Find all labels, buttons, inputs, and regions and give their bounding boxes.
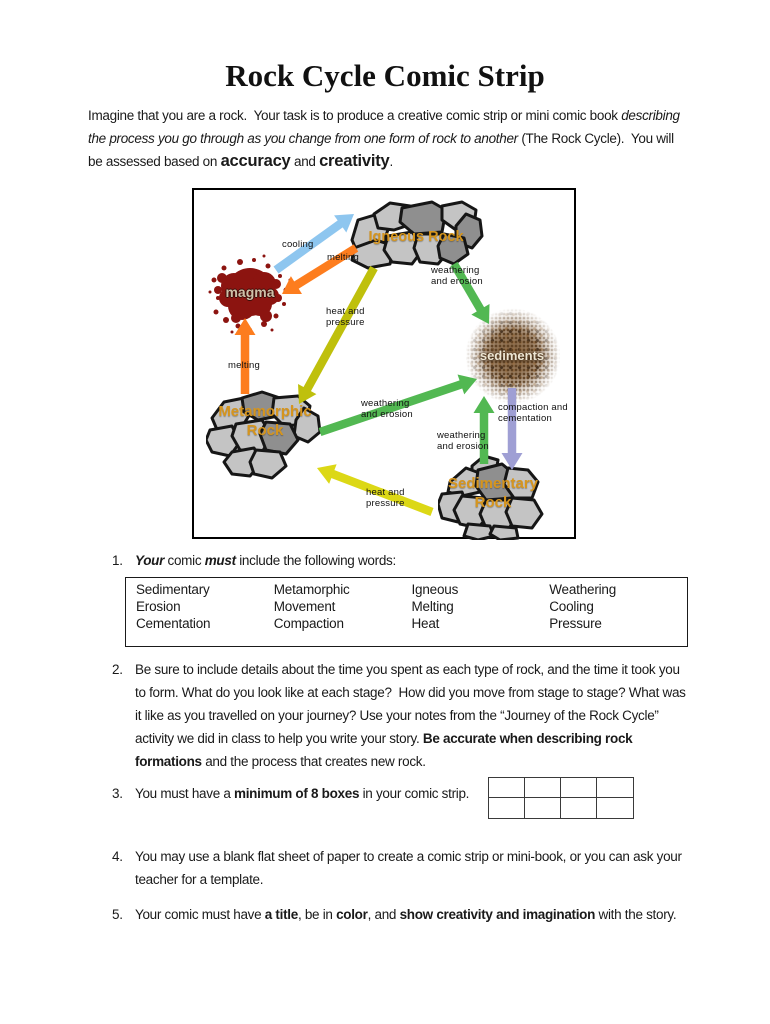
item-4-number: 4.	[112, 849, 123, 864]
rock-cycle-diagram: Igneous Rock magma sediments Metamorphic…	[192, 188, 576, 540]
word: Cementation	[136, 616, 211, 631]
intro-paragraph: Imagine that you are a rock. Your task i…	[88, 104, 690, 173]
heat-pressure-label-bottom: heat and pressure	[366, 487, 405, 509]
item-1-number: 1.	[112, 553, 123, 568]
sedimentary-rock-graphic	[438, 454, 544, 540]
comic-grid-cell	[561, 798, 597, 818]
cooling-label: cooling	[282, 239, 314, 250]
weathering-arrow-sedimentary-to-sediments	[473, 396, 495, 464]
magma-splat-graphic	[208, 254, 292, 334]
required-words-box: Sedimentary Metamorphic Igneous Weatheri…	[125, 577, 688, 647]
word: Melting	[411, 599, 454, 614]
cooling-arrow	[273, 214, 354, 274]
igneous-rock-label: Igneous Rock	[368, 229, 464, 245]
weathering-arrow-igneous-to-sediments	[450, 261, 490, 324]
melting-label-left: melting	[228, 360, 261, 371]
word: Igneous	[411, 582, 459, 597]
word: Compaction	[273, 616, 344, 631]
word: Erosion	[136, 599, 181, 614]
heat-pressure-label-top: heat and pressure	[326, 306, 365, 328]
sedimentary-rock-label: Sedimentary Rock	[447, 475, 539, 511]
instruction-item-5: 5.Your comic must have a title, be in co…	[112, 903, 715, 926]
heat-pressure-arrow-sedimentary-to-metamorphic	[317, 464, 434, 516]
intro-text-4: .	[389, 154, 394, 169]
instruction-item-4: 4.You may use a blank flat sheet of pape…	[112, 845, 688, 891]
metamorphic-rock-label: Metamorphic Rock	[218, 403, 312, 439]
word: Weathering	[549, 582, 617, 597]
item-5-number: 5.	[112, 907, 123, 922]
magma-label: magma	[225, 284, 275, 300]
instruction-item-3: 3.You must have a minimum of 8 boxes in …	[112, 782, 480, 805]
comic-strip-example-grid	[488, 777, 634, 819]
comic-grid-cell	[489, 798, 525, 818]
weathering-arrow-metamorphic-to-sediments	[318, 374, 477, 437]
instruction-item-1: 1.Your comic must include the following …	[112, 549, 688, 572]
weathering-erosion-label-top: weathering and erosion	[431, 265, 483, 287]
word: Heat	[411, 616, 440, 631]
word: Metamorphic	[273, 582, 350, 597]
metamorphic-rock-graphic	[206, 390, 322, 480]
weathering-erosion-label-lower: weathering and erosion	[437, 430, 489, 452]
intro-text-2: (The Rock Cycle). You will be assessed b…	[88, 131, 678, 169]
comic-grid-cell	[561, 778, 597, 798]
word: Pressure	[549, 616, 602, 631]
intro-text-3: and	[290, 154, 320, 169]
intro-italic-text: describing the process you go through as…	[88, 108, 684, 146]
compaction-cementation-label: compaction and cementation	[498, 402, 568, 424]
comic-grid-cell	[489, 778, 525, 798]
intro-text: Imagine that you are a rock. Your task i…	[88, 108, 622, 123]
instruction-item-2: 2.Be sure to include details about the t…	[112, 658, 688, 773]
weathering-erosion-label-middle: weathering and erosion	[361, 398, 413, 420]
cycle-arrows-layer	[234, 214, 523, 516]
igneous-rock-graphic	[350, 200, 484, 270]
compaction-arrow-sediments-to-sedimentary	[501, 388, 523, 470]
accuracy-keyword: accuracy	[220, 152, 291, 170]
melting-arrow-igneous-to-magma	[282, 244, 359, 294]
melting-label-top: melting	[327, 252, 360, 263]
creativity-keyword: creativity	[319, 152, 390, 170]
word: Sedimentary	[136, 582, 210, 597]
heat-pressure-arrow-igneous-to-metamorphic	[298, 265, 378, 404]
comic-grid-cell	[597, 798, 633, 818]
sediments-label: sediments	[479, 348, 545, 363]
item-3-number: 3.	[112, 786, 123, 801]
melting-arrow-metamorphic-to-magma	[234, 318, 256, 394]
item-2-number: 2.	[112, 662, 123, 677]
comic-grid-cell	[525, 778, 561, 798]
comic-grid-cell	[525, 798, 561, 818]
word: Movement	[273, 599, 336, 614]
page-title: Rock Cycle Comic Strip	[225, 58, 545, 93]
comic-grid-cell	[597, 778, 633, 798]
word: Cooling	[549, 599, 594, 614]
